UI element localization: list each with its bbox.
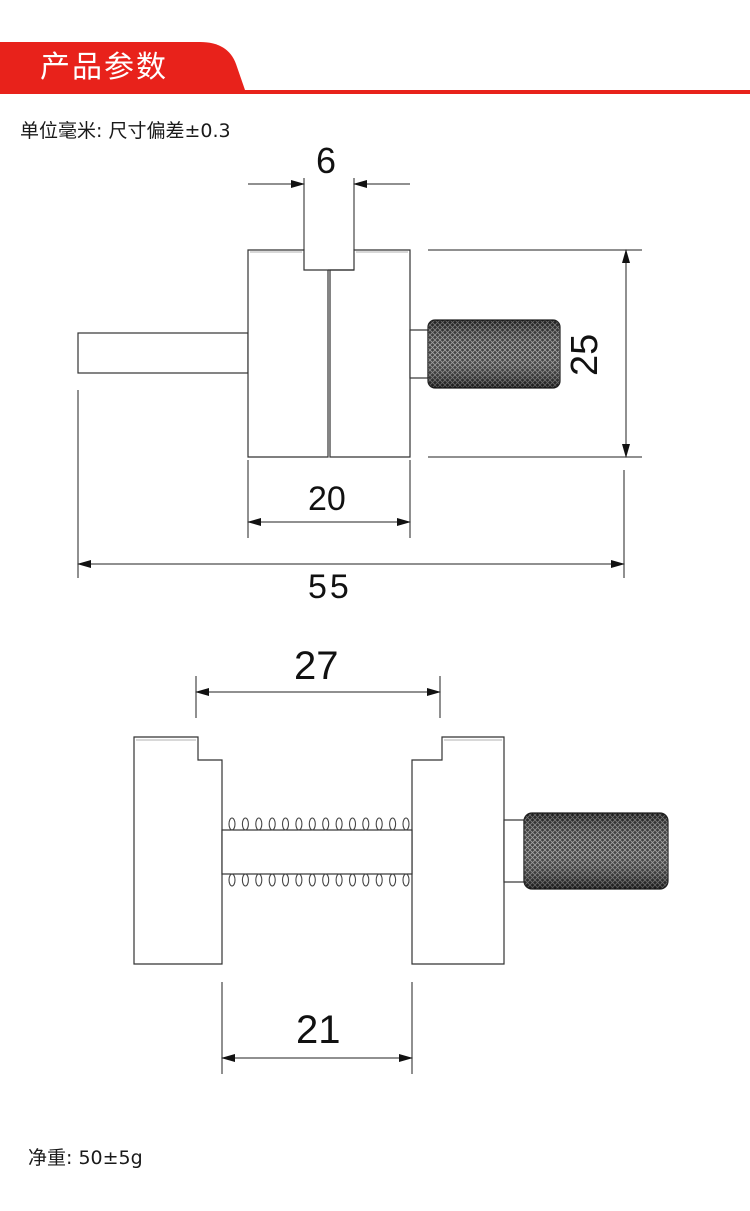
spring-coil xyxy=(281,817,290,831)
spring-coil xyxy=(268,873,276,887)
top-view xyxy=(77,249,561,458)
front-view-dimensions xyxy=(195,676,441,1074)
spring-coil xyxy=(375,817,383,831)
left-pin xyxy=(77,332,249,374)
spring-coil xyxy=(362,817,370,831)
spring-coil xyxy=(295,873,303,887)
spring-coil xyxy=(281,873,290,887)
spring-coil xyxy=(389,873,397,887)
spring-coil xyxy=(295,817,303,831)
spring-coil xyxy=(228,817,236,831)
header-tab-shape xyxy=(0,42,245,90)
spring-coil xyxy=(402,873,410,887)
weight-note: 净重: 50±5g xyxy=(28,1147,143,1169)
spring-coil xyxy=(348,873,357,887)
spring-coil xyxy=(322,873,330,887)
spring-coil xyxy=(389,817,397,831)
dimension-total-length: 55 xyxy=(308,568,352,606)
dimension-open-width: 27 xyxy=(294,644,339,688)
knob-collar-front xyxy=(503,819,525,883)
spring-coil xyxy=(348,817,357,831)
spring-coil xyxy=(335,817,343,831)
left-jaw xyxy=(133,736,223,965)
spring-coil xyxy=(228,873,236,887)
dimension-inner-gap: 21 xyxy=(296,1008,341,1052)
section-title: 产品参数 xyxy=(40,50,168,85)
body-right-half xyxy=(329,249,411,458)
front-view xyxy=(133,736,669,965)
right-jaw xyxy=(411,736,505,965)
spring-coil xyxy=(402,817,410,831)
top-view-dimensions xyxy=(77,178,642,578)
spring-icon xyxy=(228,817,410,887)
header-underline xyxy=(0,90,750,94)
spring-coil xyxy=(241,817,249,831)
dimension-body-height: 25 xyxy=(564,333,606,376)
unit-note: 单位毫米: 尺寸偏差±0.3 xyxy=(20,120,231,142)
body-left-half xyxy=(247,249,329,458)
spring-coil xyxy=(322,817,330,831)
spring-coil xyxy=(241,873,249,887)
spring-coil xyxy=(255,873,263,887)
dimension-body-width: 20 xyxy=(308,480,346,518)
spring-coil xyxy=(268,817,276,831)
spring-coil xyxy=(308,817,316,831)
spring-coil xyxy=(308,873,316,887)
spring-coil xyxy=(362,873,370,887)
dimension-slot-width: 6 xyxy=(316,140,337,181)
knob-collar xyxy=(409,329,429,379)
spring-coil xyxy=(335,873,343,887)
guide-rod xyxy=(221,829,413,875)
spring-coil xyxy=(255,817,263,831)
spring-coil xyxy=(375,873,383,887)
